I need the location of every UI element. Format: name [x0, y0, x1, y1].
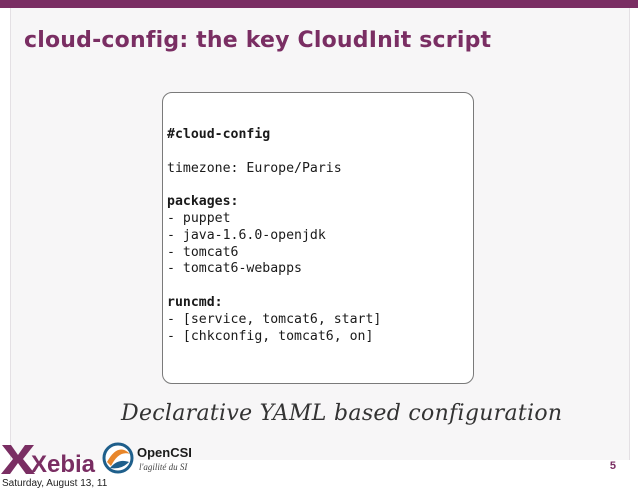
code-line: [167, 278, 381, 295]
code-line: - [service, tomcat6, start]: [167, 311, 382, 327]
opencsi-logo-name: OpenCSI: [137, 445, 192, 460]
code-line: runcmd:: [167, 294, 223, 310]
xebia-logo: Xebia: [1, 445, 96, 476]
code-box: [162, 92, 474, 384]
code-line: - puppet: [167, 210, 231, 226]
code-line: - [chkconfig, tomcat6, on]: [167, 328, 374, 344]
code-block: #cloud-config timezone: Europe/Paris packa…: [167, 127, 381, 345]
opencsi-logo-slogan: l'agilité du SI: [139, 462, 188, 472]
code-line: #cloud-config: [167, 127, 271, 142]
code-line: - java-1.6.0-openjdk: [167, 227, 326, 243]
slide-title: cloud-config: the key CloudInit script: [24, 28, 492, 53]
date-label: Saturday, August 13, 11: [2, 478, 108, 489]
opencsi-logo: OpenCSI l'agilité du SI: [102, 442, 192, 474]
code-line: - tomcat6: [167, 244, 239, 260]
xebia-logo-text: Xebia: [31, 451, 96, 476]
code-line: timezone: Europe/Paris: [167, 160, 342, 176]
code-line: packages:: [167, 194, 239, 210]
page-number: 5: [609, 460, 616, 472]
code-line: - tomcat6-webapps: [167, 261, 302, 277]
top-accent-bar: [0, 0, 638, 8]
code-line: [167, 177, 381, 194]
code-line: [167, 144, 381, 161]
bottom-strip: [0, 476, 638, 491]
slide-tagline: Declarative YAML based configuration: [121, 401, 563, 426]
